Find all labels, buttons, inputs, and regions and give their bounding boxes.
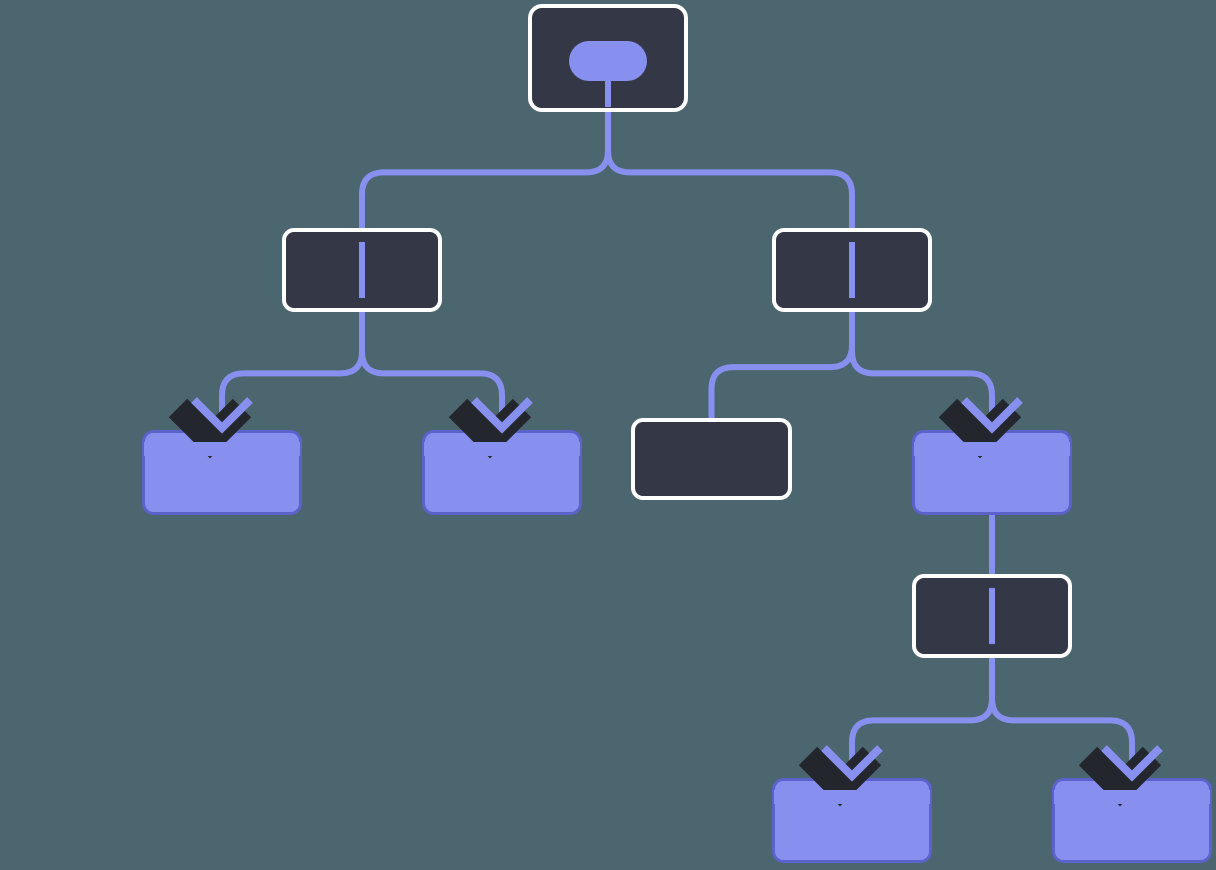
arrowhead-e-l1-ll2 [144,397,300,459]
node-n-r1[interactable] [772,228,932,312]
arrow-clip-band [914,442,1070,456]
arrow-clip-band [144,442,300,456]
arrow-layer [144,397,1210,807]
arrow-chevron [961,397,1023,434]
node-layer [142,4,1212,863]
arrowhead-e-l1-lr2 [424,397,580,459]
node-n-rl2[interactable] [631,418,792,500]
arrow-chevron [471,397,533,434]
edge-e-root-l1 [359,102,611,240]
pill-stem-glyph [605,74,611,107]
node-n-l1[interactable] [282,228,442,312]
arrow-clip-band [424,442,580,456]
arrow-chevron [191,397,253,434]
arrowhead-e-rr3-rr4a [774,745,930,807]
pill-glyph [569,41,647,81]
arrowhead-e-rr3-rr4b [1054,745,1210,807]
edge-e-root-r1 [605,102,855,240]
edge-e-r1-rl2 [708,302,855,430]
arrow-chevron [1101,745,1163,782]
edge-layer [219,102,1135,794]
arrowhead-e-r1-rr2 [914,397,1070,459]
vertical-bar-glyph [359,242,365,298]
arrow-clip-band [774,790,930,804]
arrow-chevron [821,745,883,782]
vertical-bar-glyph [849,242,855,298]
node-body-dark[interactable] [631,418,792,500]
vertical-bar-glyph [989,588,995,644]
node-root[interactable] [528,4,688,112]
edge-e-r1-rr2 [849,302,995,446]
arrow-clip-band [1054,790,1210,804]
node-n-rr3[interactable] [912,574,1072,658]
edge-e-l1-lr2 [359,302,505,446]
edge-e-rr3-rr4b [989,648,1135,794]
